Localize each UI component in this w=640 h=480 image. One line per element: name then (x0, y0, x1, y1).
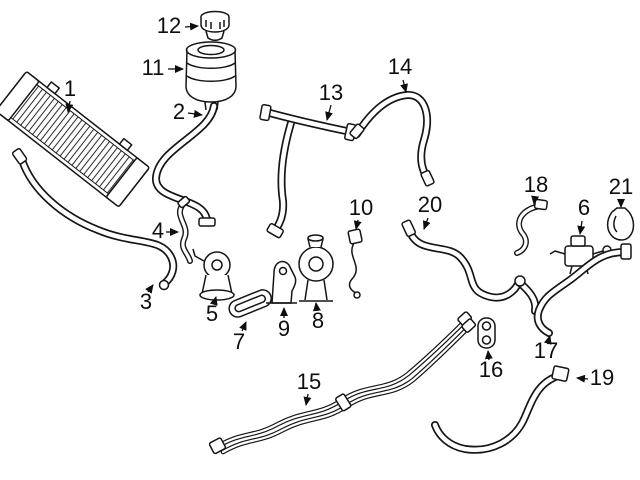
part-11-expansion-tank (185, 41, 237, 111)
part-label-15: 15 (297, 369, 321, 394)
part-21-clip (606, 207, 635, 241)
callout-2: 2 (173, 99, 203, 124)
callout-13: 13 (319, 80, 343, 121)
part-19-hose (435, 365, 570, 450)
part-2-hose (156, 106, 215, 227)
callout-9: 9 (278, 307, 290, 341)
part-label-20: 20 (418, 192, 442, 217)
callout-6: 6 (577, 195, 590, 235)
part-label-6: 6 (578, 195, 590, 220)
leader-line-10 (353, 219, 362, 230)
part-label-4: 4 (152, 218, 164, 243)
part-label-16: 16 (479, 357, 503, 382)
callout-14: 14 (388, 54, 412, 93)
part-label-8: 8 (312, 308, 324, 333)
part-16-clamp (477, 317, 496, 349)
part-label-2: 2 (173, 99, 185, 124)
callout-18: 18 (524, 172, 548, 205)
leader-line-5 (209, 296, 218, 306)
leader-line-15 (303, 393, 312, 406)
part-12-cap (200, 10, 230, 41)
callout-3: 3 (140, 284, 154, 314)
leader-line-2 (187, 109, 203, 118)
part-label-12: 12 (157, 13, 181, 38)
callout-1: 1 (64, 76, 76, 113)
leader-line-7 (239, 321, 247, 332)
leader-line-14 (400, 79, 408, 93)
part-18-hose (517, 198, 548, 253)
part-label-9: 9 (278, 316, 290, 341)
leader-line-6 (577, 220, 586, 235)
part-label-19: 19 (590, 365, 614, 390)
part-7-gasket (228, 289, 272, 318)
callout-5: 5 (206, 296, 218, 326)
part-label-11: 11 (142, 55, 165, 80)
callouts: 1 2 3 4 5 6 7 8 (64, 13, 633, 406)
part-1-radiator (0, 71, 150, 207)
part-label-18: 18 (524, 172, 548, 197)
leader-line-3 (145, 284, 154, 294)
leader-line-19 (576, 374, 589, 383)
part-20-hose (401, 219, 535, 311)
callout-21: 21 (609, 174, 633, 208)
part-14-hose (349, 95, 435, 187)
leader-line-18 (531, 195, 540, 205)
part-4-hose (177, 195, 190, 261)
leader-line-8 (313, 302, 321, 312)
part-3-hose (11, 148, 173, 291)
part-17-hose (538, 243, 632, 333)
callout-10: 10 (349, 195, 373, 230)
callout-16: 16 (479, 350, 503, 382)
part-label-17: 17 (534, 338, 558, 363)
leader-line-1 (65, 100, 74, 113)
part-label-10: 10 (349, 195, 373, 220)
part-label-7: 7 (233, 329, 245, 354)
callout-11: 11 (142, 55, 184, 80)
part-8-aux-water-pump (298, 234, 334, 302)
part-10-sensor (347, 228, 363, 299)
leader-line-13 (325, 104, 333, 121)
part-label-1: 1 (64, 76, 76, 101)
callout-19: 19 (576, 365, 614, 390)
part-15-coolant-pipes (208, 311, 477, 454)
leader-line-17 (543, 335, 552, 345)
callout-20: 20 (418, 192, 442, 230)
callout-7: 7 (233, 321, 247, 354)
callout-15: 15 (297, 369, 321, 406)
part-label-14: 14 (388, 54, 412, 79)
part-label-5: 5 (206, 301, 218, 326)
callout-12: 12 (157, 13, 199, 38)
part-label-3: 3 (140, 289, 152, 314)
part-13-hose-assembly (259, 103, 357, 239)
callout-17: 17 (534, 335, 558, 363)
leader-line-20 (422, 217, 431, 230)
leader-line-16 (484, 350, 493, 361)
leader-line-12 (184, 22, 199, 31)
part-label-21: 21 (609, 174, 633, 199)
callout-4: 4 (152, 218, 179, 243)
callout-8: 8 (312, 302, 324, 333)
part-9-bracket (266, 260, 297, 304)
part-5-thermostat-housing (192, 248, 235, 301)
part-label-13: 13 (319, 80, 343, 105)
